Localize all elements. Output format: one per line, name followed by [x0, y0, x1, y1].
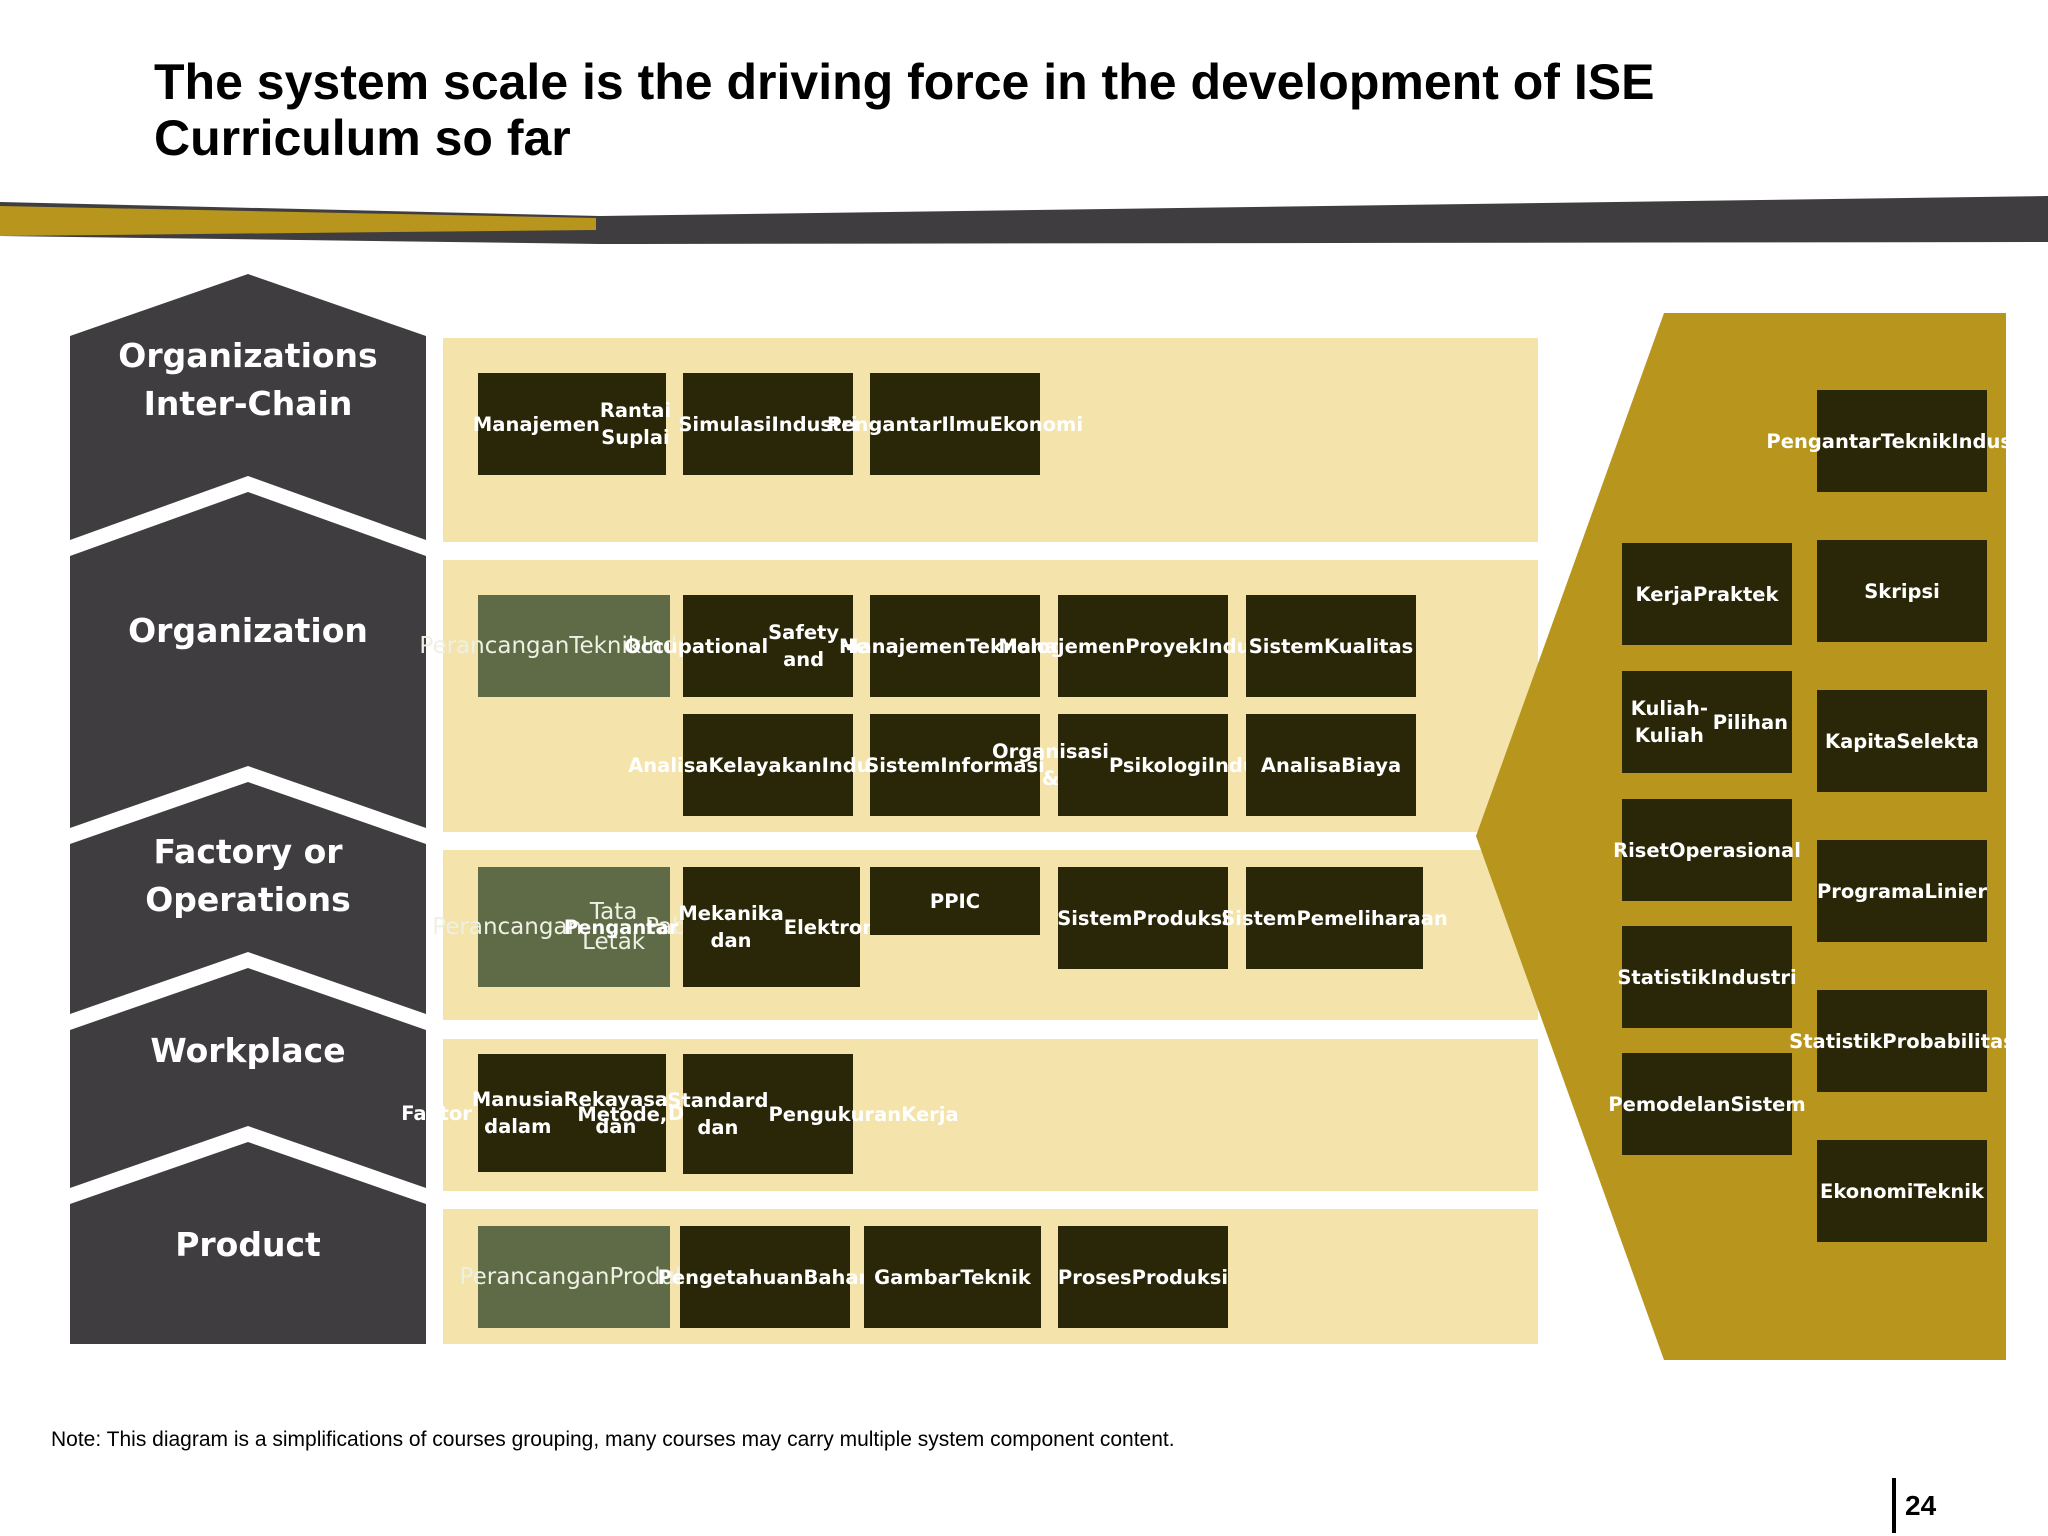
foundation-course-box: Riset Operasional: [1613, 799, 1801, 901]
course-box: Simulasi Industri: [678, 373, 858, 475]
course-box-core: Perancangan Teknik Industri: [419, 595, 729, 697]
foundation-course-box: Ekonomi Teknik: [1817, 1140, 1987, 1242]
course-box-core: Perancangan Produk: [460, 1226, 688, 1328]
foundation-course-box: Kuliah-Kuliah Pilihan: [1622, 671, 1792, 773]
level-label-product: Product: [175, 1225, 321, 1264]
course-box: Manajemen Teknologi: [839, 595, 1071, 697]
foundation-course-box: Skripsi: [1817, 540, 1987, 642]
course-box: Analisa Biaya: [1246, 714, 1416, 816]
system-level-stack: [70, 274, 426, 1344]
foundation-course-box: Statistik Industri: [1617, 926, 1797, 1028]
course-box: Pengetahuan Bahan: [658, 1226, 872, 1328]
course-box: Sistem Produksi: [1057, 867, 1229, 969]
course-box: Gambar Teknik: [864, 1226, 1041, 1328]
course-box: Sistem Pemeliharaan: [1221, 867, 1448, 969]
foundation-course-box: Kapita Selekta: [1817, 690, 1987, 792]
course-box: Analisa Kelayakan Industri: [628, 714, 908, 816]
page-number-bar: [1892, 1478, 1896, 1533]
level-shape-workplace: [70, 968, 426, 1188]
foundation-course-box: Pengantar Teknik Industri: [1766, 390, 2038, 492]
slide-title-line-2: Curriculum so far: [154, 110, 571, 166]
course-box: Manajemen Proyek Industri: [998, 595, 1288, 697]
course-box: PPIC: [870, 867, 1040, 935]
course-box: Pengantar Mekanika dan Elektronika Pabri…: [564, 867, 979, 987]
course-box: Sistem Kualitas: [1246, 595, 1416, 697]
course-box: Pengantar Ilmu Ekonomi: [827, 373, 1083, 475]
level-shape-product: [70, 1142, 426, 1344]
level-shape-factory-or-operations: [70, 782, 426, 1014]
title-divider-band: [0, 196, 2048, 244]
level-label-workplace: Workplace: [150, 1031, 346, 1070]
course-box: Proses Produksi: [1058, 1226, 1228, 1328]
course-box: Organisasi & Psikologi Industri: [992, 714, 1294, 816]
diagram-note: Note: This diagram is a simplifications …: [51, 1428, 1175, 1451]
foundation-course-box: Statistik Probabilitas: [1789, 990, 2015, 1092]
foundation-course-box: Pemodelan Sistem: [1608, 1053, 1806, 1155]
level-label-organization: Organization: [128, 611, 368, 650]
page-number: 24: [1905, 1490, 1937, 1521]
course-box: Metode, Standard dan Pengukuran Kerja: [577, 1054, 959, 1174]
foundation-course-box: Kerja Praktek: [1622, 543, 1792, 645]
level-shape-organization: [70, 492, 426, 828]
slide-title: The system scale is the driving force in…: [154, 54, 1774, 166]
course-box: Occupational Safety and Health: [624, 595, 912, 697]
course-box: Manajemen Rantai Suplai: [473, 373, 671, 475]
course-box: Faktor Manusia dalam Rekayasa dan Desain: [401, 1054, 743, 1172]
course-box-core: Perancangan Tata Letak Pabrik: [432, 867, 716, 987]
course-box: Sistem Informasi: [865, 714, 1045, 816]
slide-title-line-1: The system scale is the driving force in…: [154, 54, 1655, 110]
level-shape-organizations-inter-chain: [70, 274, 426, 540]
foundation-course-box: Programa Linier: [1817, 840, 1987, 942]
